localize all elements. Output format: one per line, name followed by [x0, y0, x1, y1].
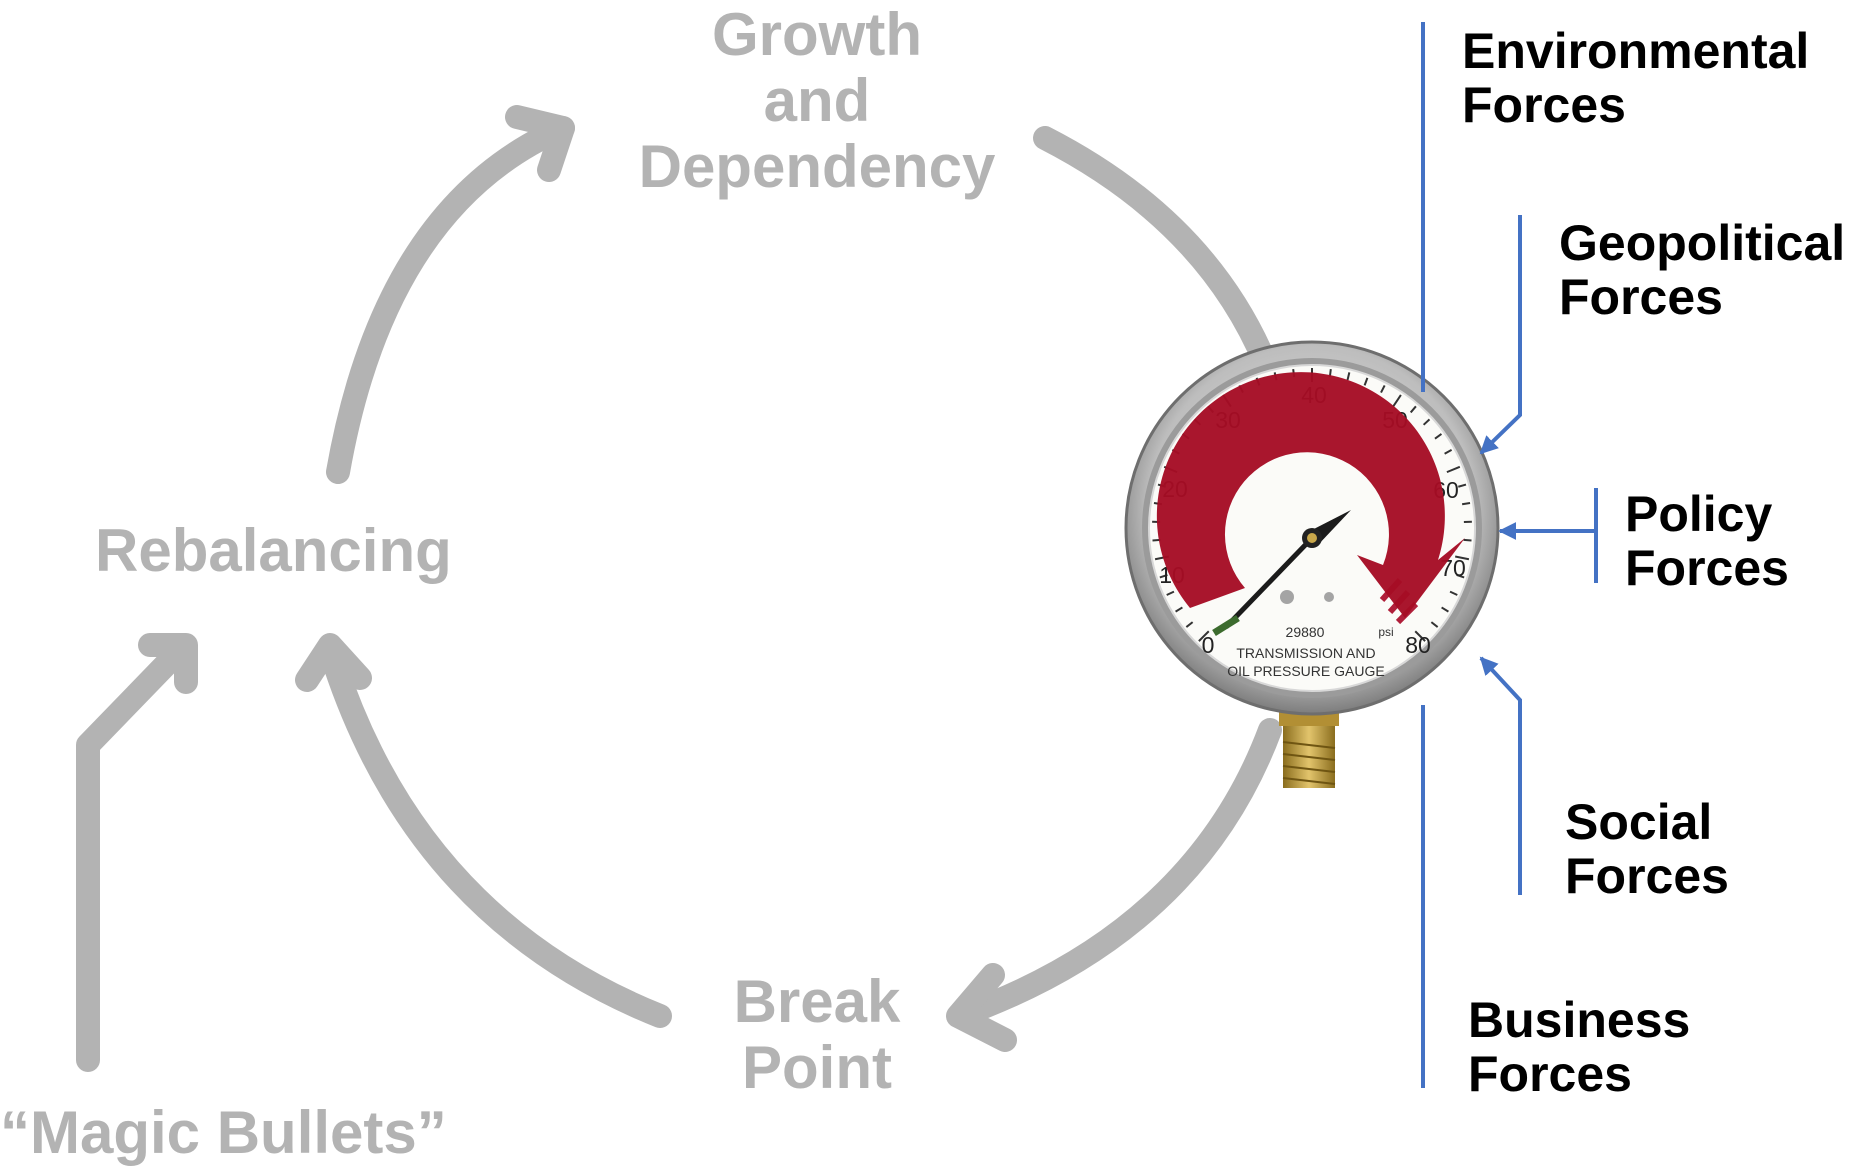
gauge-tick: [1409, 405, 1417, 414]
social-forces-line-2: Forces: [1565, 848, 1729, 904]
growth-label-line-2: and: [763, 67, 871, 134]
gauge-tick: [1461, 501, 1471, 506]
break-point-line-2: Point: [742, 1034, 892, 1101]
gauge-needle: [1212, 510, 1351, 636]
magic-bullets-arrow: [76, 638, 192, 1072]
cycle-arrow-rebalancing-to-growth: [326, 116, 575, 484]
policy-forces-label: Policy Forces: [1625, 487, 1789, 595]
geopolitical-forces-line-1: Geopolitical: [1559, 215, 1846, 271]
gauge-unit: psi: [1378, 625, 1393, 639]
social-forces-arrow: [1479, 656, 1522, 895]
social-forces-label: Social Forces: [1565, 795, 1729, 903]
gauge-tick: [1446, 465, 1461, 474]
pressure-gauge: 0 10 20 30 40 50 60 70 80 29880 psi TRAN…: [1124, 340, 1500, 788]
growth-label-line-1: Growth: [712, 1, 922, 68]
gauge-tick: [1463, 538, 1472, 542]
cycle-arrowhead-growth: [505, 105, 575, 182]
gauge-tick: [1444, 448, 1453, 455]
gauge-tick: [1392, 394, 1402, 408]
gauge-tick: [1414, 630, 1426, 642]
policy-forces-line-1: Policy: [1625, 486, 1773, 542]
gauge-tick: [1441, 606, 1449, 613]
growth-and-dependency-label: Growth and Dependency: [617, 2, 1017, 200]
business-forces-label: Business Forces: [1468, 993, 1690, 1101]
cycle-arc-gauge-to-breakpoint: [953, 718, 1282, 1026]
gauge-tick: [1175, 606, 1183, 613]
gauge-tick: [1422, 418, 1431, 426]
environmental-forces-line-1: Environmental: [1462, 23, 1810, 79]
gauge-label-line-2: OIL PRESSURE GAUGE: [1227, 663, 1384, 679]
gauge-number-80: 80: [1405, 632, 1431, 658]
gauge-tick: [1363, 377, 1369, 386]
gauge-tick: [1380, 384, 1386, 394]
gauge-tick: [1449, 590, 1458, 596]
geopolitical-forces-label: Geopolitical Forces: [1559, 216, 1845, 324]
geopolitical-forces-line-2: Forces: [1559, 269, 1723, 325]
policy-forces-line-2: Forces: [1625, 540, 1789, 596]
gauge-tick: [1159, 574, 1168, 579]
business-forces-line-2: Forces: [1468, 1046, 1632, 1102]
break-point-label: Break Point: [717, 969, 917, 1101]
cycle-arrowhead-breakpoint: [946, 963, 1017, 1052]
gauge-tick: [1430, 621, 1439, 628]
gauge-number-0: 0: [1202, 632, 1215, 658]
growth-label-line-3: Dependency: [638, 133, 996, 200]
geopolitical-forces-arrow: [1479, 215, 1522, 455]
break-point-line-1: Break: [733, 968, 901, 1035]
gauge-tick: [1434, 433, 1443, 440]
gauge-tick: [1198, 630, 1210, 642]
gauge-tick: [1185, 621, 1194, 628]
social-forces-line-1: Social: [1565, 794, 1713, 850]
magic-bullets-arrowhead: [138, 633, 198, 694]
gauge-label-line-1: TRANSMISSION AND: [1236, 645, 1375, 661]
rebalancing-label: Rebalancing: [95, 517, 452, 584]
magic-bullets-label: “Magic Bullets”: [0, 1099, 447, 1166]
gauge-model-number: 29880: [1286, 624, 1325, 640]
gauge-red-arrow: [1156, 372, 1465, 618]
gauge-tick: [1454, 555, 1470, 561]
gauge-tick: [1346, 372, 1351, 381]
environmental-forces-line-2: Forces: [1462, 77, 1626, 133]
gauge-tick: [1456, 574, 1465, 579]
cycle-arc-growth-to-gauge: [1033, 126, 1277, 374]
gauge-tick: [1166, 590, 1175, 596]
business-forces-line-1: Business: [1468, 992, 1691, 1048]
environmental-forces-label: Environmental Forces: [1462, 24, 1809, 132]
gauge-tick: [1458, 483, 1467, 488]
cycle-arrow-breakpoint-to-rebalancing: [323, 653, 672, 1028]
cycle-arrowhead-rebalancing: [295, 633, 372, 692]
